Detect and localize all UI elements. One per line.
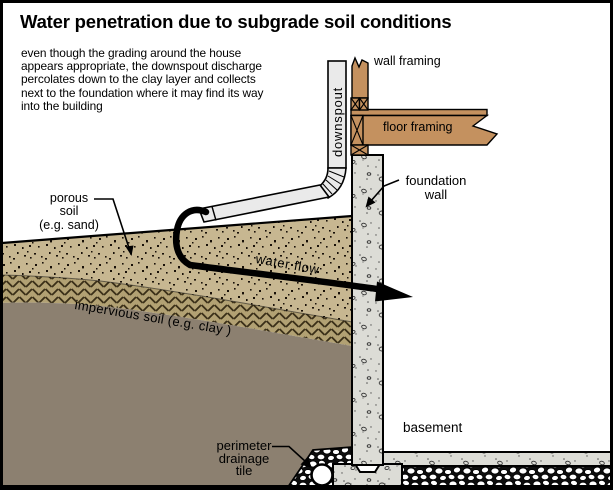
elbow-segment-lines [322, 170, 345, 195]
porous-soil-arrowhead-icon [125, 245, 134, 256]
page-title: Water penetration due to subgrade soil c… [20, 11, 452, 32]
impervious-top-edge [1, 274, 353, 323]
water-flow-arrowhead-icon [375, 281, 413, 302]
foundation-wall-leader [369, 179, 400, 203]
basement-label: basement [403, 420, 463, 435]
water-flow-arrow [172, 206, 413, 302]
soil-layers [1, 214, 353, 487]
description-paragraph: even though the grading around the house… [21, 46, 264, 113]
sill-plate-x [350, 144, 369, 156]
description-line: percolates down to the clay layer and co… [21, 72, 256, 87]
description-line: next to the foundation where it may find… [21, 85, 264, 100]
dark-subsoil-layer [2, 302, 352, 487]
floor-framing-label: floor framing [383, 120, 453, 134]
downspout-label: downspout [330, 86, 345, 157]
description-line: into the building [21, 98, 103, 113]
impervious-soil-layer [2, 275, 352, 346]
gravel-under-slab [399, 464, 612, 488]
porous-soil-leader [94, 198, 130, 249]
downspout-pipe [197, 60, 347, 223]
foundation-wall-arrowhead-icon [365, 196, 376, 208]
wall-stud [351, 56, 369, 99]
blocking-x-row [350, 97, 369, 111]
description-line: even though the grading around the house [21, 46, 242, 60]
perimeter-drainage-tile-label: perimeter drainage tile [216, 438, 272, 479]
description-line: appears appropriate, the downspout disch… [21, 59, 262, 74]
downspout-sloped-section [197, 184, 331, 223]
floor-slab [382, 451, 612, 467]
foundation-wall-shape [351, 154, 384, 466]
subfloor-strip [350, 108, 488, 117]
foundation-wall-label: foundation wall [405, 173, 467, 202]
porous-soil-label: porous soil (e.g. sand) [39, 191, 99, 232]
porous-soil-layer [2, 216, 352, 322]
wall-framing-label: wall framing [374, 54, 441, 68]
perimeter-tile-arrowhead-icon [300, 457, 312, 468]
drainage-tile-pipe [310, 463, 334, 487]
perimeter-tile-leader [272, 445, 307, 463]
rim-joist-x [350, 114, 364, 146]
downspout-outlet-joint [211, 206, 217, 221]
leader-lines [94, 179, 400, 468]
framing [350, 56, 499, 156]
